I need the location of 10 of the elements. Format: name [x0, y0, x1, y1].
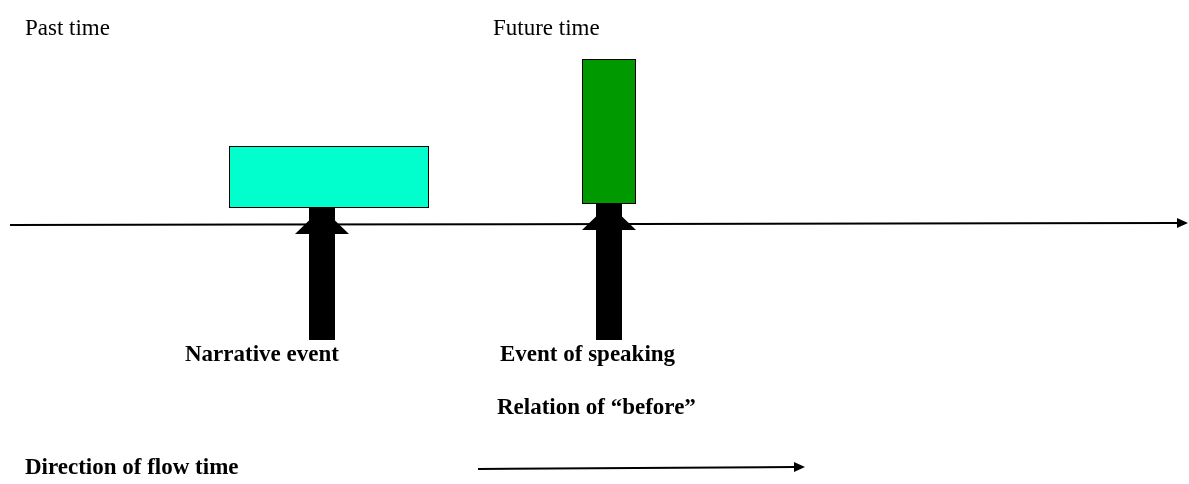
event-bar — [229, 146, 429, 208]
direction-label: Direction of flow time — [25, 453, 239, 481]
event-label: Narrative event — [185, 340, 460, 370]
block-arrow — [582, 204, 636, 340]
event-bar — [582, 59, 636, 204]
event-label: Event of speaking — [500, 340, 730, 370]
block-arrow — [295, 208, 349, 340]
relation-label: Relation of “before” — [497, 393, 696, 421]
axis-label: Future time — [493, 14, 600, 42]
axis-label: Past time — [25, 14, 110, 42]
